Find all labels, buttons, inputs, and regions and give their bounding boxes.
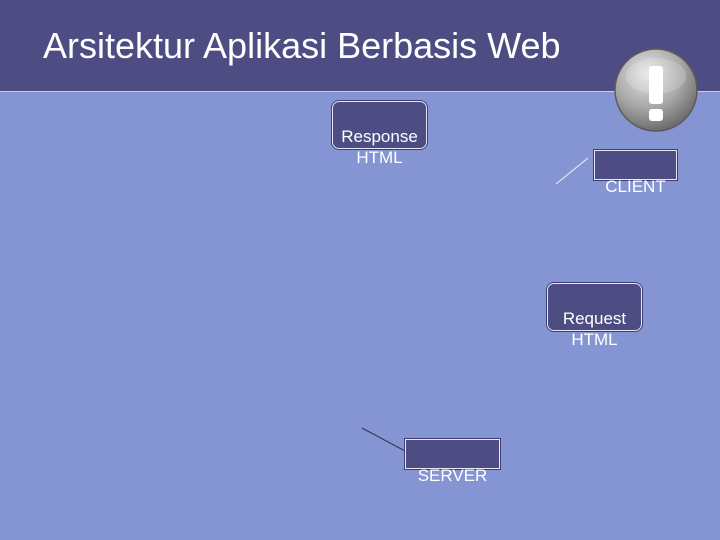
client-connector-line [555,157,589,185]
response-html-callout: Response HTML [332,101,427,167]
server-label: SERVER [417,466,488,485]
client-label: CLIENT [605,177,666,196]
request-html-label: Request HTML [562,309,627,349]
client-label-box: CLIENT [594,150,677,196]
exclamation-icon [614,48,698,132]
response-html-label: Response HTML [341,127,418,167]
slide-title: Arsitektur Aplikasi Berbasis Web [43,25,561,66]
server-label-box: SERVER [405,439,500,485]
server-connector-line [361,427,406,452]
request-html-callout: Request HTML [547,283,642,349]
title-bar: Arsitektur Aplikasi Berbasis Web [0,0,720,92]
